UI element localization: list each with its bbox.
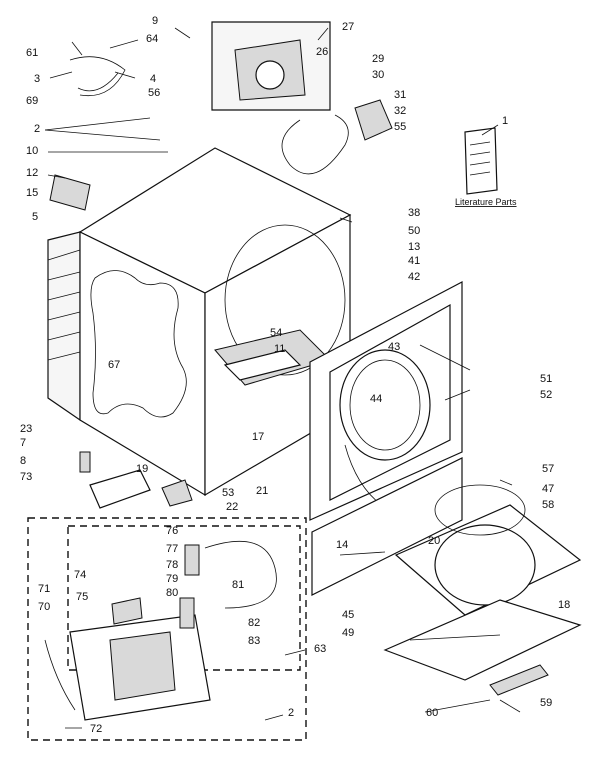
- callout-23: 23: [20, 423, 32, 435]
- callout-80: 80: [166, 587, 178, 599]
- callout-45: 45: [342, 609, 354, 621]
- callout-47: 47: [542, 483, 554, 495]
- callout-26: 26: [316, 46, 328, 58]
- callout-77: 77: [166, 543, 178, 555]
- callout-13: 13: [408, 241, 420, 253]
- callout-64: 64: [146, 33, 158, 45]
- callout-81: 81: [232, 579, 244, 591]
- motor-assembly: [211, 21, 393, 175]
- callout-73: 73: [20, 471, 32, 483]
- callout-32: 32: [394, 105, 406, 117]
- callout-41: 41: [408, 255, 420, 267]
- callout-58: 58: [542, 499, 554, 511]
- callout-63: 63: [314, 643, 326, 655]
- callout-71: 71: [38, 583, 50, 595]
- callout-44: 44: [370, 393, 382, 405]
- callout-38: 38: [408, 207, 420, 219]
- literature-parts-booklet: [464, 127, 498, 195]
- callout-60: 60: [426, 707, 438, 719]
- callout-10: 10: [26, 145, 38, 157]
- callout-18: 18: [558, 599, 570, 611]
- callout-20: 20: [428, 535, 440, 547]
- callout-19: 19: [136, 463, 148, 475]
- callout-52: 52: [540, 389, 552, 401]
- callout-14: 14: [336, 539, 348, 551]
- callout-2: 2: [34, 123, 40, 135]
- toe-panel: [311, 457, 582, 696]
- control-assembly-box: [27, 517, 307, 741]
- callout-74: 74: [74, 569, 86, 581]
- callout-2: 2: [288, 707, 294, 719]
- callout-61: 61: [26, 47, 38, 59]
- callout-83: 83: [248, 635, 260, 647]
- callout-53: 53: [222, 487, 234, 499]
- callout-4: 4: [150, 73, 156, 85]
- callout-43: 43: [388, 341, 400, 353]
- callout-31: 31: [394, 89, 406, 101]
- callout-57: 57: [542, 463, 554, 475]
- callout-5: 5: [32, 211, 38, 223]
- callout-17: 17: [252, 431, 264, 443]
- callout-49: 49: [342, 627, 354, 639]
- callout-51: 51: [540, 373, 552, 385]
- callout-70: 70: [38, 601, 50, 613]
- callout-59: 59: [540, 697, 552, 709]
- callout-7: 7: [20, 437, 26, 449]
- callout-30: 30: [372, 69, 384, 81]
- cabinet-body: [47, 147, 352, 497]
- callout-79: 79: [166, 573, 178, 585]
- callout-3: 3: [34, 73, 40, 85]
- callout-56: 56: [148, 87, 160, 99]
- callout-69: 69: [26, 95, 38, 107]
- callout-15: 15: [26, 187, 38, 199]
- callout-75: 75: [76, 591, 88, 603]
- callout-1: 1: [502, 115, 508, 127]
- callout-54: 54: [270, 327, 282, 339]
- callout-72: 72: [90, 723, 102, 735]
- callout-21: 21: [256, 485, 268, 497]
- callout-82: 82: [248, 617, 260, 629]
- callout-22: 22: [226, 501, 238, 513]
- callout-12: 12: [26, 167, 38, 179]
- callout-29: 29: [372, 53, 384, 65]
- leader-lines: [44, 27, 521, 729]
- callout-78: 78: [166, 559, 178, 571]
- callout-8: 8: [20, 455, 26, 467]
- front-panel: [309, 281, 463, 521]
- callout-50: 50: [408, 225, 420, 237]
- callout-76: 76: [166, 525, 178, 537]
- literature-parts-label: Literature Parts: [455, 197, 517, 207]
- callout-9: 9: [152, 15, 158, 27]
- small-hardware: [49, 56, 193, 509]
- callout-55: 55: [394, 121, 406, 133]
- callout-67: 67: [108, 359, 120, 371]
- callout-27: 27: [342, 21, 354, 33]
- callout-11: 11: [274, 343, 285, 355]
- callout-42: 42: [408, 271, 420, 283]
